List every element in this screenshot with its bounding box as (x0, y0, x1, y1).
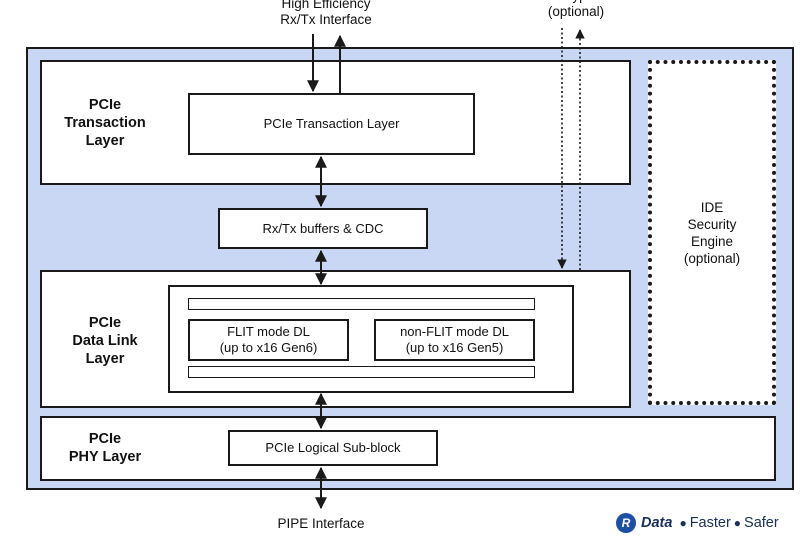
data-link-bottom-bar (188, 366, 535, 378)
bullet-icon: ● (733, 516, 742, 530)
pipe-interface-label: PIPE Interface (277, 516, 365, 531)
top-interface-label: High Efficiency Rx/Tx Interface (280, 0, 372, 27)
data-link-layer-label: PCIe Data Link Layer (72, 315, 138, 367)
ide-security-engine-block: IDE Security Engine (optional) (648, 60, 776, 405)
flit-mode-box: FLIT mode DL (up to x16 Gen6) (188, 319, 349, 361)
rx-tx-buffers-box: Rx/Tx buffers & CDC (218, 208, 428, 249)
logo-word-safer: Safer (744, 515, 779, 531)
phy-layer-label: PCIe PHY Layer (68, 431, 142, 465)
logical-sub-block-box: PCIe Logical Sub-block (228, 430, 438, 466)
tl-bypass-label: TL Bypass (optional) (544, 0, 607, 19)
transaction-layer-label: PCIe Transaction Layer (64, 97, 146, 149)
bullet-icon: ● (679, 516, 687, 530)
non-flit-mode-box: non-FLIT mode DL (up to x16 Gen5) (374, 319, 535, 361)
company-logo: R Data ● Faster ● Safer (616, 513, 779, 533)
transaction-layer-box: PCIe Transaction Layer (188, 93, 475, 155)
logo-brand-text: Data (641, 515, 673, 531)
logo-word-faster: Faster (689, 515, 731, 531)
data-link-top-bar (188, 298, 535, 310)
logo-mark-icon: R (616, 513, 636, 533)
